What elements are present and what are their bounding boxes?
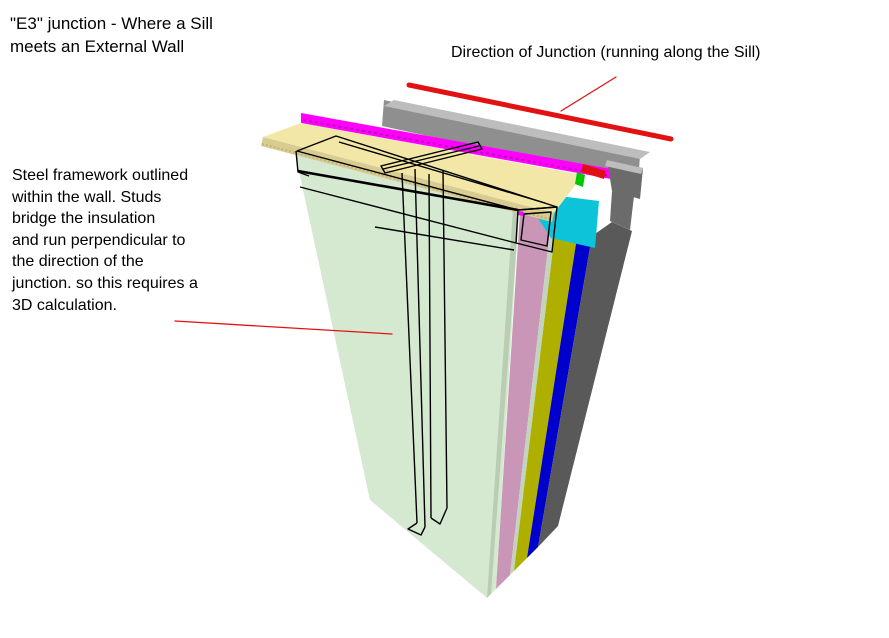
steel-stud-vertical-1	[401, 172, 418, 524]
steel-stud-diagonal-inner	[382, 145, 480, 170]
steel-stud-vertical-4	[442, 169, 448, 509]
steel-framework-note: Steel framework outlined within the wall…	[12, 165, 198, 316]
steel-stud-diagonal	[380, 141, 483, 174]
direction-arrow-line	[406, 82, 674, 142]
direction-of-junction-label: Direction of Junction (running along the…	[451, 44, 761, 61]
page-title: "E3" junction - Where a Sill meets an Ex…	[10, 12, 213, 58]
steel-channel-end-outer	[515, 206, 558, 253]
steel-framework-wireframe	[295, 135, 558, 536]
layer-olive	[514, 224, 578, 571]
wall-face-edge	[487, 209, 519, 598]
page-title-line-2: meets an External Wall	[10, 37, 185, 56]
cap-end-top-sliver	[605, 160, 643, 174]
framework-note-line: junction. so this requires a	[12, 274, 198, 292]
framework-note-line: bridge the insulation	[12, 210, 156, 228]
magenta-dash-on-pink	[518, 211, 524, 216]
steel-track-lower-edge	[299, 186, 517, 244]
steel-track-top-inner-line	[338, 141, 546, 204]
layer-gray-outer	[538, 222, 632, 547]
steel-stud-vertical-2	[414, 168, 426, 528]
steel-stud-foot-left	[407, 522, 426, 536]
framework-note-line: 3D calculation.	[12, 296, 117, 314]
framework-note-line: and run perpendicular to	[12, 231, 186, 249]
green-marker-piece	[575, 172, 585, 187]
cap-top-face	[384, 100, 650, 159]
leader-line-framework	[174, 320, 393, 335]
layer-pale-strip	[510, 222, 556, 575]
steel-stud-vertical-3	[428, 173, 432, 519]
red-sill-edge-piece	[581, 164, 606, 179]
framework-note-line: Steel framework outlined	[12, 167, 189, 184]
red-annotations	[174, 76, 674, 335]
steel-stud-foot-right	[430, 507, 448, 525]
steel-channel-end-inner	[520, 211, 552, 247]
wall-front-face	[294, 148, 519, 598]
layer-blue	[527, 231, 592, 558]
page-title-line-1: "E3" junction - Where a Sill	[10, 14, 213, 33]
cap-front-face	[382, 100, 640, 182]
framework-note-line: within the wall. Studs	[12, 188, 162, 206]
framework-note-line: the direction of the	[12, 253, 144, 271]
leader-line-direction	[560, 76, 617, 112]
cap-end-piece-lower	[610, 191, 634, 230]
layer-pink	[496, 211, 551, 589]
steel-track-thick-edge	[297, 169, 519, 212]
